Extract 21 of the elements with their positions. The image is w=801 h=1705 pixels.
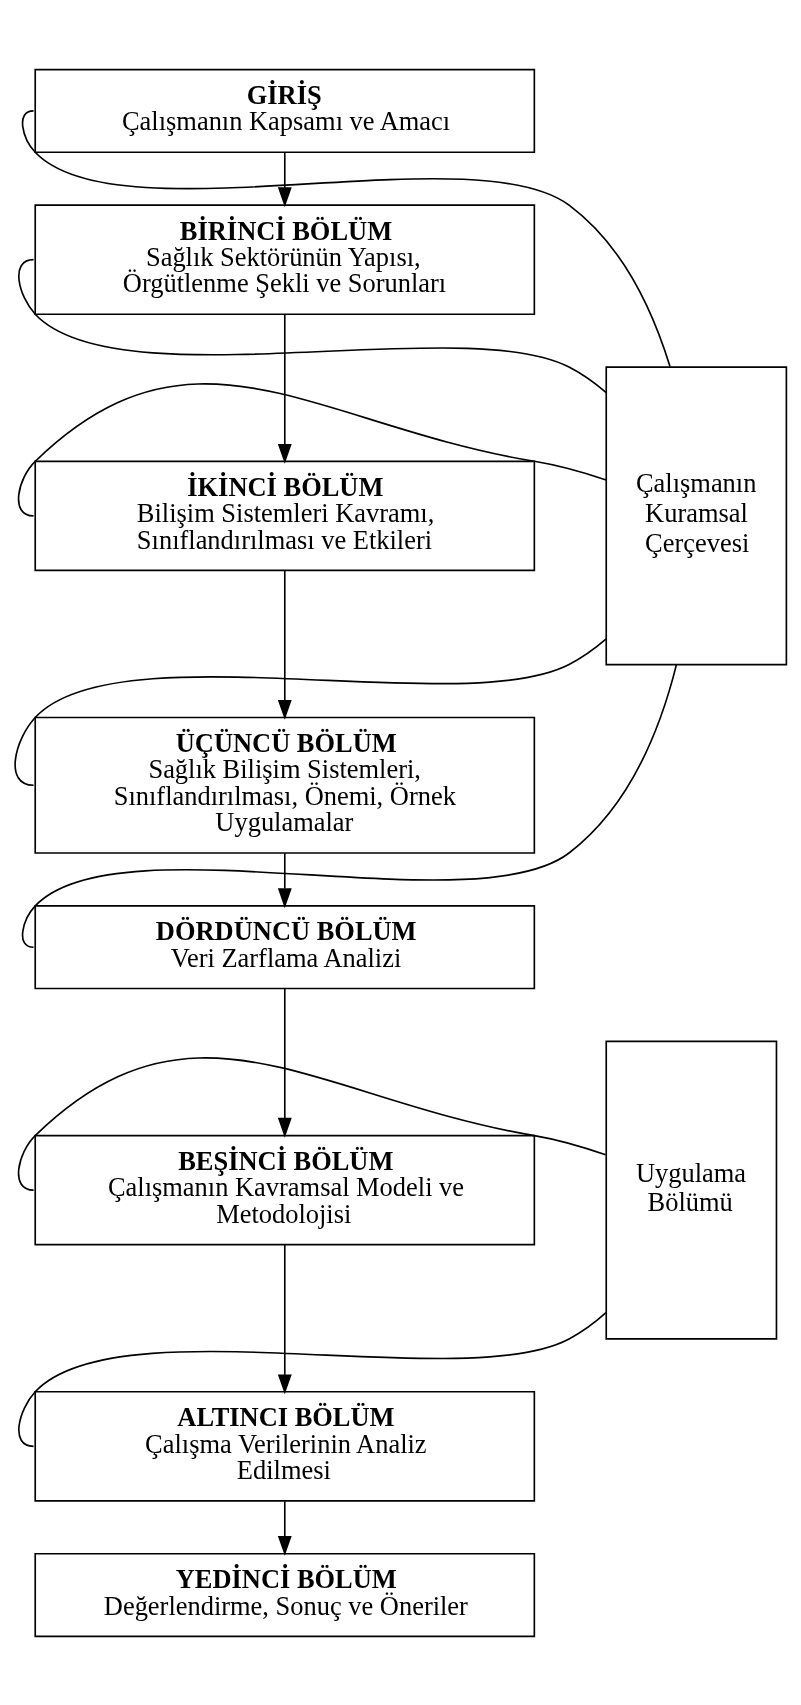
node-box: GİRİŞ Çalışmanın Kapsamı ve Amacı	[34, 68, 536, 153]
arrow	[277, 987, 292, 1138]
arrow	[277, 1500, 292, 1556]
node-box: YEDİNCİ BÖLÜM Değerlendirme, Sonuç ve Öneriler	[34, 1552, 536, 1637]
arrow	[277, 569, 292, 720]
node-box: DÖRDÜNCÜ BÖLÜM Veri Zarflama Analizi	[34, 904, 536, 989]
arrow	[277, 851, 292, 908]
node-box: ÜÇÜNCÜ BÖLÜM Sağlık Bilişim Sistemleri, Sınıflandırılması, Önemi, Örnek Uygulamalar	[34, 716, 536, 854]
node-box: Uygulama Bölümü	[605, 1040, 778, 1340]
node-box: BİRİNCİ BÖLÜM Sağlık Sektörünün Yapısı, Örgütlenme Şekli ve Sorunları	[34, 203, 536, 315]
node-box: BEŞİNCİ BÖLÜM Çalışmanın Kavramsal Modeli ve Metodolojisi	[34, 1134, 536, 1245]
arrow	[277, 1243, 292, 1394]
connector	[17, 1057, 607, 1191]
node-box: İKİNCİ BÖLÜM Bilişim Sistemleri Kavramı, Sınıflandırılması ve Etkileri	[34, 460, 536, 571]
arrow	[277, 313, 292, 464]
node-box: Çalışmanın Kuramsal Çerçevesi	[605, 365, 788, 665]
arrow	[277, 151, 292, 207]
connector	[21, 109, 671, 368]
connector	[14, 637, 607, 786]
node-box: ALTINCI BÖLÜM Çalışma Verilerinin Analiz Edilmesi	[34, 1390, 536, 1502]
connector	[21, 663, 678, 948]
